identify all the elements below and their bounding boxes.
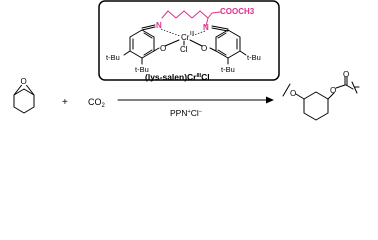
ester-label: COOCH3 (220, 7, 255, 16)
catalyst-name-suffix: Cl (201, 72, 210, 82)
phenol-o-left: O (160, 44, 166, 53)
epoxide-o-label: O (21, 77, 27, 86)
condition-cl: Cl (191, 108, 199, 118)
metal-label: Cr (181, 33, 190, 42)
phenol-o-right: O (201, 44, 207, 53)
tbu-label: t-Bu (135, 65, 149, 74)
tbu-label: t-Bu (221, 65, 235, 74)
right-aryl-ring (209, 29, 247, 65)
lysine-bridge: COOCH3 (161, 7, 255, 27)
plus-sign: + (62, 97, 68, 108)
coordination-bonds (160, 28, 206, 47)
left-aryl-ring (123, 29, 160, 65)
product-o-left: O (290, 89, 296, 98)
cyclohexene-oxide: O (13, 77, 35, 114)
reaction-arrow (117, 96, 274, 104)
catalyst-name-ox: III (197, 73, 202, 79)
imine-n-left: N (156, 21, 162, 30)
condition-sup-plus: + (187, 109, 190, 115)
co2-text: CO (88, 97, 102, 107)
condition-label: PPN+Cl− (170, 108, 202, 118)
co2-subscript: 2 (102, 103, 106, 109)
catalyst-name-prefix: (lys-salen)Cr (145, 72, 197, 82)
polycarbonate-product: O O O (282, 70, 360, 121)
product-carbonyl-o: O (343, 70, 349, 79)
catalyst-box (98, 0, 280, 81)
tbu-label: t-Bu (247, 53, 261, 62)
catalyst-name: (lys-salen)CrIIICl (145, 72, 210, 82)
product-o-right: O (330, 86, 336, 95)
reaction-scheme: COOCH3 N N Cr III Cl O O (13, 0, 360, 121)
metal-ox-state: III (190, 31, 194, 37)
condition-ppn: PPN (170, 108, 187, 118)
condition-sup-minus: − (199, 109, 202, 115)
tbu-label: t-Bu (106, 53, 120, 62)
imine-bonds (141, 24, 229, 32)
co2-label: CO2 (88, 97, 106, 109)
chloride-label: Cl (180, 45, 188, 54)
imine-n-right: N (203, 23, 209, 32)
